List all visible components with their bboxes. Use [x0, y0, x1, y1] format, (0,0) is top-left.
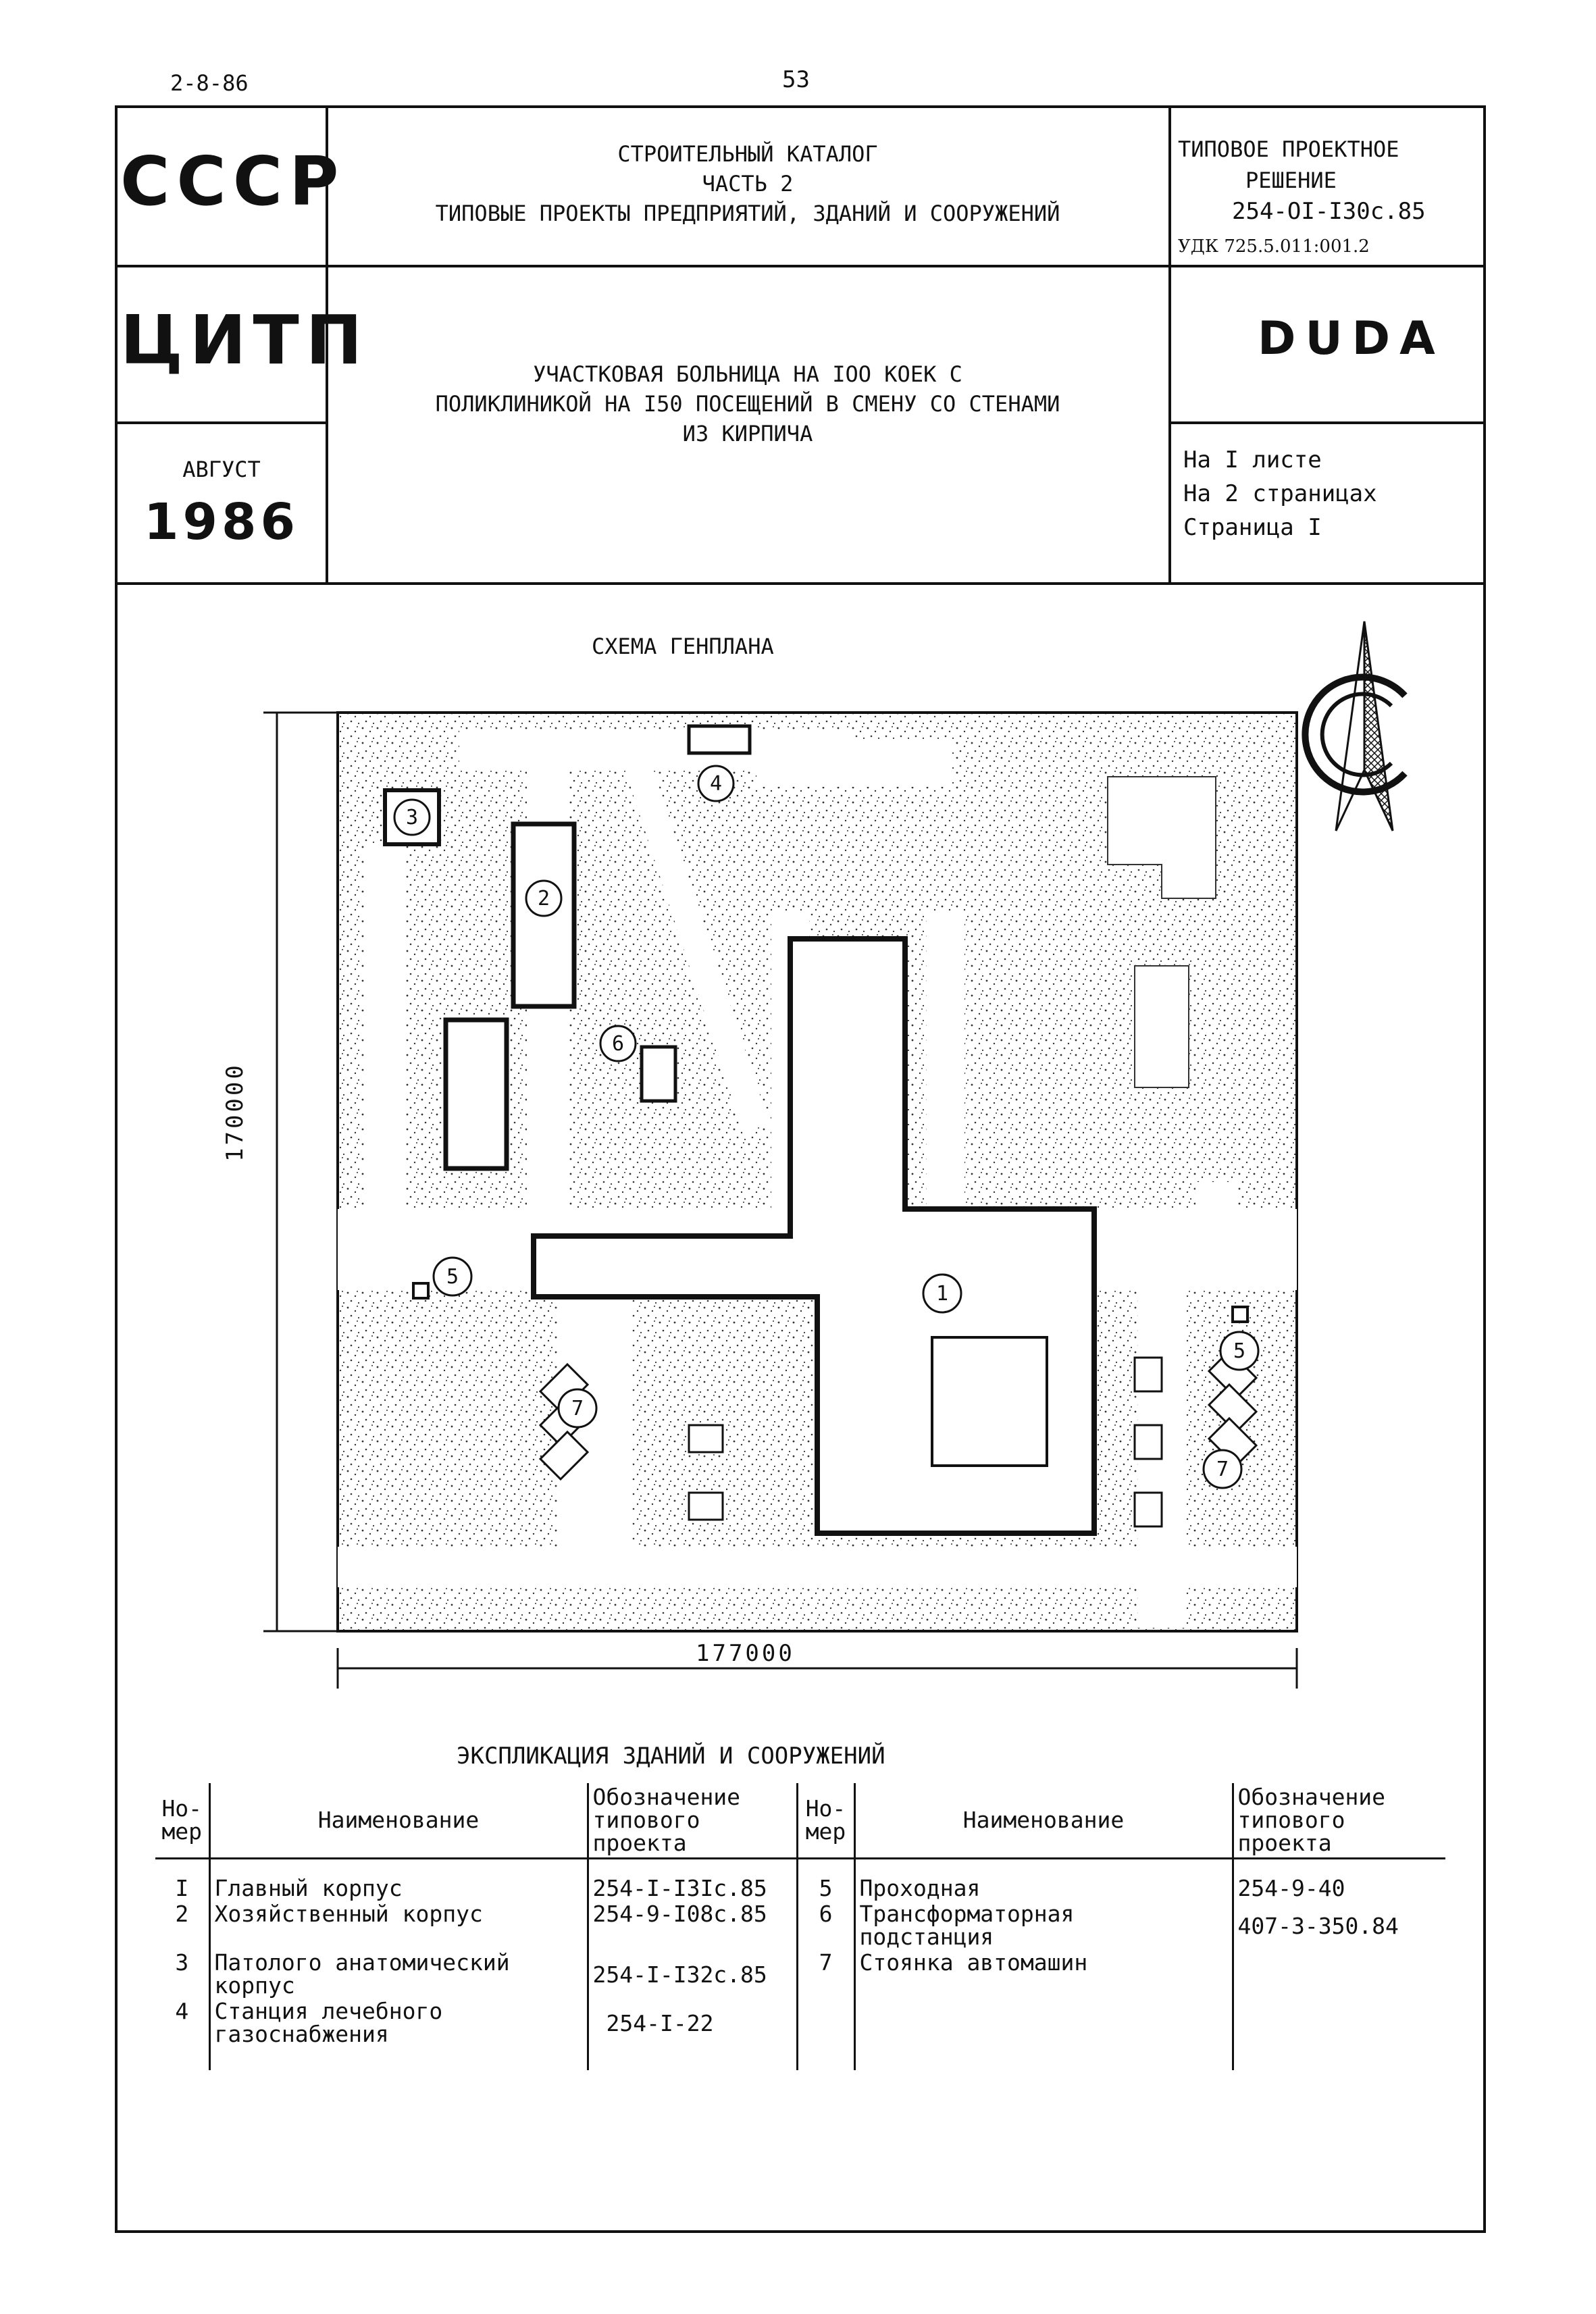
- page-current: Страница I: [1183, 514, 1322, 541]
- row-name: Стоянка автомашин: [853, 1950, 1233, 1999]
- row-name: Хозяйственный корпус: [208, 1901, 588, 1950]
- row-designation: 254-I-I32с.85: [586, 1950, 797, 1999]
- row-designation: 254-9-I08с.85: [586, 1901, 797, 1950]
- table-row: 2 Хозяйственный корпус 254-9-I08с.85 6 Т…: [155, 1901, 1445, 1950]
- document-code: 2-8-86: [170, 70, 249, 96]
- solution-type-line-2: РЕШЕНИЕ: [1245, 168, 1337, 193]
- title-block-row-rule-1: [115, 265, 1486, 267]
- dimension-height: 170000: [222, 1062, 249, 1162]
- row-number: 4: [175, 1998, 189, 2024]
- catalog-line-1: СТРОИТЕЛЬНЫЙ КАТАЛОГ: [617, 141, 878, 167]
- row-name: Проходная: [853, 1858, 1233, 1901]
- site-plan-drawing: 1 2 3 4 6 5 5 7 7: [263, 711, 1298, 1689]
- row-number: I: [175, 1875, 189, 1901]
- sheet-info: На I листе На 2 страницах Страница I: [1183, 443, 1377, 544]
- publication-month: АВГУСТ: [182, 457, 261, 482]
- row-designation: 254-9-40: [1231, 1858, 1445, 1901]
- header-name-2: Наименование: [853, 1783, 1233, 1859]
- project-line-1: УЧАСТКОВАЯ БОЛЬНИЦА НА IOO КОЕК С: [533, 361, 962, 387]
- title-block-row-rule-2: [115, 421, 327, 424]
- marker-6: 6: [612, 1032, 624, 1056]
- solution-number: 254-OI-I30с.85: [1232, 198, 1426, 225]
- publication-year: 1986: [144, 493, 299, 551]
- project-title: УЧАСТКОВАЯ БОЛЬНИЦА НА IOO КОЕК С ПОЛИКЛ…: [328, 359, 1167, 448]
- marker-7b: 7: [1216, 1458, 1229, 1481]
- sheet-count: На I листе: [1183, 446, 1322, 473]
- marker-4: 4: [710, 772, 722, 796]
- solution-type: ТИПОВОЕ ПРОЕКТНОЕ РЕШЕНИЕ 254-OI-I30с.85: [1178, 134, 1475, 227]
- catalog-title: СТРОИТЕЛЬНЫЙ КАТАЛОГ ЧАСТЬ 2 ТИПОВЫЕ ПРО…: [328, 139, 1167, 228]
- title-block-row-rule-3: [1168, 421, 1486, 424]
- row-number-empty: [796, 1999, 854, 2070]
- org-citp: ЦИТП: [120, 301, 369, 380]
- catalog-line-3: ТИПОВЫЕ ПРОЕКТЫ ПРЕДПРИЯТИЙ, ЗДАНИЙ И СО…: [435, 201, 1060, 226]
- row-name-empty: [853, 1999, 1233, 2070]
- row-designation-empty: [1231, 1999, 1445, 2070]
- page-frame: [115, 105, 1486, 2233]
- table-row: I Главный корпус 254-I-I3Iс.85 5 Проходн…: [155, 1858, 1445, 1901]
- header-name: Наименование: [208, 1783, 588, 1859]
- catalog-line-2: ЧАСТЬ 2: [702, 171, 794, 197]
- row-designation: 254-I-I3Iс.85: [586, 1858, 797, 1901]
- page-number: 53: [782, 66, 810, 93]
- plan-title: СХЕМА ГЕНПЛАНА: [592, 634, 774, 659]
- project-line-2: ПОЛИКЛИНИКОЙ НА I50 ПОСЕЩЕНИЙ В СМЕНУ СО…: [435, 391, 1060, 417]
- marker-2: 2: [538, 887, 550, 910]
- title-block-divider-2: [1168, 105, 1171, 584]
- solution-type-line-1: ТИПОВОЕ ПРОЕКТНОЕ: [1178, 136, 1399, 162]
- title-block-divider-1: [326, 105, 328, 584]
- marker-3: 3: [406, 806, 418, 829]
- title-block-bottom-rule: [115, 582, 1486, 585]
- org-ussr: СССР: [120, 142, 346, 221]
- row-designation: 407-3-350.84: [1231, 1901, 1445, 1950]
- header-number-2: Но-мер: [796, 1783, 854, 1859]
- page-count: На 2 страницах: [1183, 480, 1377, 507]
- row-designation: 254-I-22: [586, 1999, 797, 2070]
- explication-title: ЭКСПЛИКАЦИЯ ЗДАНИЙ И СООРУЖЕНИЙ: [457, 1743, 885, 1770]
- project-line-3: ИЗ КИРПИЧА: [682, 421, 813, 446]
- marker-5: 5: [446, 1265, 459, 1289]
- marker-1: 1: [936, 1282, 948, 1306]
- row-number: 5: [796, 1858, 854, 1901]
- marker-7: 7: [571, 1397, 584, 1420]
- header-number: Но-мер: [155, 1783, 209, 1859]
- dimension-width: 177000: [696, 1640, 795, 1667]
- north-arrow-icon: [1302, 621, 1408, 831]
- row-number: 7: [796, 1950, 854, 1999]
- row-designation: [1231, 1950, 1445, 1999]
- row-name: Главный корпус: [208, 1858, 588, 1901]
- catalog-code: DUDA: [1258, 312, 1445, 365]
- row-number: 3: [175, 1949, 189, 1976]
- row-number: 6: [796, 1901, 854, 1950]
- marker-5b: 5: [1233, 1339, 1245, 1363]
- row-number: 2: [175, 1901, 189, 1927]
- udk-code: УДК 725.5.011:001.2: [1178, 236, 1370, 257]
